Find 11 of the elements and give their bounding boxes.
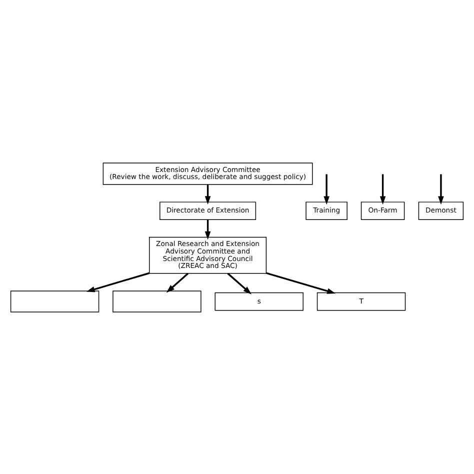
arrow [204, 219, 211, 240]
arrow [380, 174, 386, 204]
arrow [324, 174, 330, 204]
arrow [227, 272, 252, 294]
arrow [204, 184, 211, 204]
node-box [112, 290, 202, 312]
node-box [10, 290, 100, 312]
arrow [266, 272, 336, 294]
arrow [86, 272, 150, 292]
arrow [166, 272, 189, 292]
arrow [438, 174, 444, 204]
